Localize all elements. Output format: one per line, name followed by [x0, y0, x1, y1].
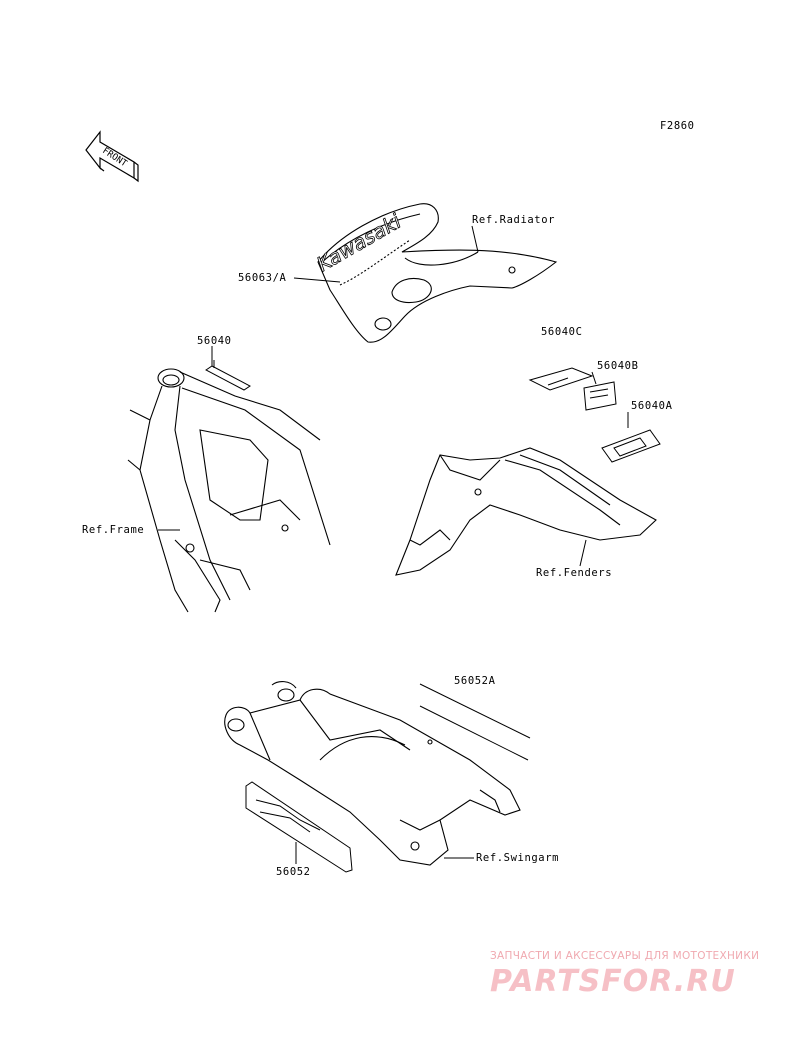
leader-lines — [158, 225, 629, 864]
decal-56040C — [528, 367, 594, 391]
callout-ref-swingarm: Ref.Swingarm — [476, 852, 560, 864]
swingarm-outline — [224, 681, 521, 866]
rear-fender-outline — [395, 447, 657, 576]
watermark-tagline: ЗАПЧАСТИ И АКСЕССУАРЫ ДЛЯ МОТОТЕХНИКИ — [490, 950, 760, 962]
callout-56040: 56040 — [197, 335, 232, 347]
callout-56052A: 56052A — [454, 675, 496, 687]
swingarm-decal-56052A — [419, 683, 531, 761]
front-direction-arrow: FRONT — [85, 130, 139, 183]
callout-ref-fenders: Ref.Fenders — [536, 567, 613, 579]
decal-56040A — [601, 429, 661, 463]
callout-ref-radiator: Ref.Radiator — [472, 214, 556, 226]
decal-56040-strip — [205, 360, 251, 391]
callout-ref-frame: Ref.Frame — [82, 524, 145, 536]
brand-decal-text: Kawasaki — [313, 209, 406, 277]
swingarm-side-decal-56052 — [245, 781, 353, 873]
callout-56040B: 56040B — [597, 360, 639, 372]
frame-outline — [127, 368, 331, 613]
diagram-code: F2860 — [660, 120, 695, 132]
callout-56040A: 56040A — [631, 400, 673, 412]
callout-56063: 56063/A — [238, 272, 287, 284]
callout-56040C: 56040C — [541, 326, 583, 338]
decal-56040B — [583, 381, 617, 411]
callout-56052: 56052 — [276, 866, 311, 878]
watermark-logo: PARTSFOR.RU — [490, 964, 736, 999]
